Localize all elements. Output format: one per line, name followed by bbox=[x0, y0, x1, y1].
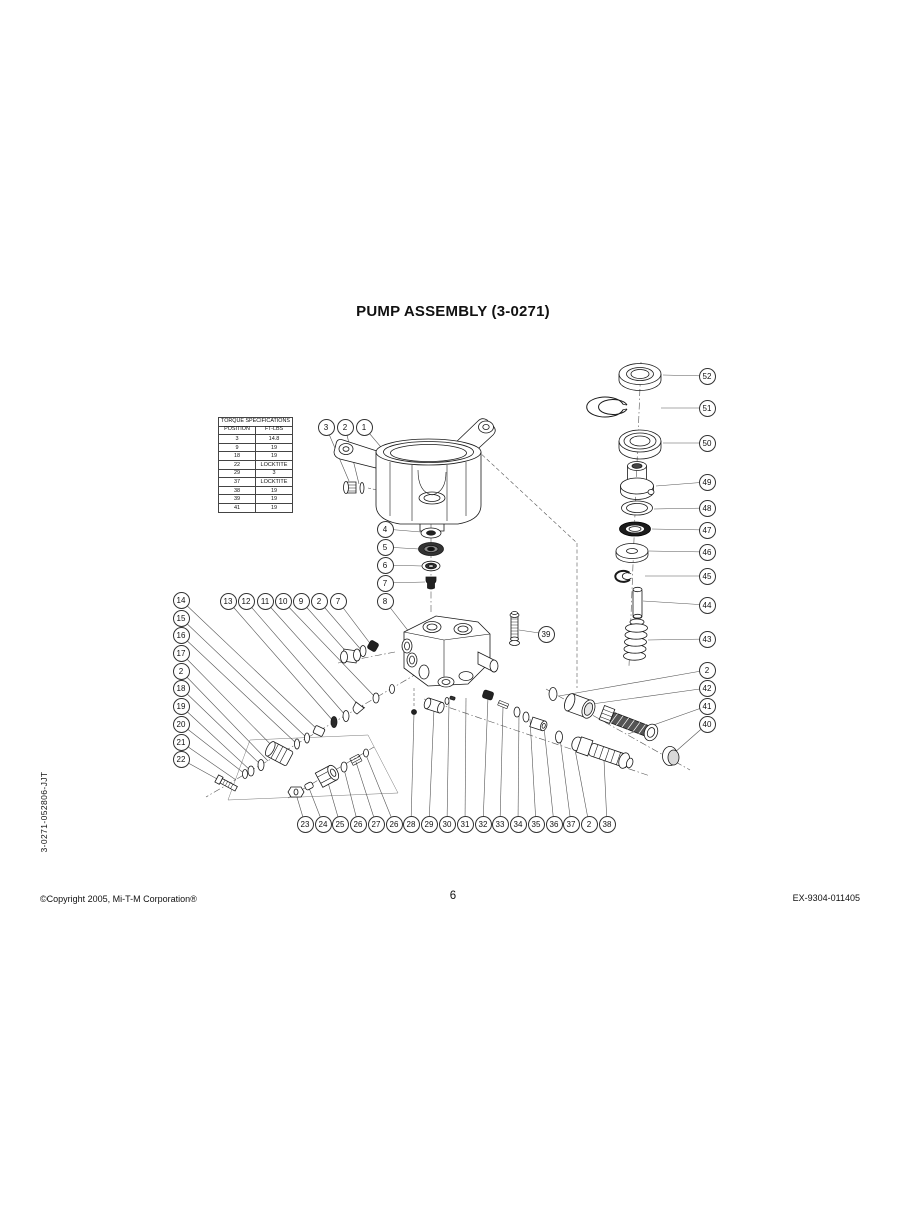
callout-16: 16 bbox=[172, 626, 190, 644]
callout-43: 43 bbox=[698, 630, 716, 648]
callout-20: 20 bbox=[172, 715, 190, 733]
callout-11: 11 bbox=[256, 592, 274, 610]
callout-48: 48 bbox=[698, 499, 716, 517]
callout-7: 7 bbox=[376, 574, 394, 592]
unloader-piston bbox=[571, 736, 634, 769]
callout-32: 32 bbox=[474, 815, 492, 833]
callout-46: 46 bbox=[698, 543, 716, 561]
callout-6: 6 bbox=[376, 556, 394, 574]
callout-2: 2 bbox=[172, 662, 190, 680]
callout-22: 22 bbox=[172, 750, 190, 768]
callout-33: 33 bbox=[491, 815, 509, 833]
unloader-chain bbox=[411, 689, 634, 769]
page-number: 6 bbox=[449, 890, 457, 902]
callout-27: 27 bbox=[367, 815, 385, 833]
callout-52: 52 bbox=[698, 367, 716, 385]
side-doc-label: 3-0271-052806-JJT bbox=[39, 771, 49, 853]
callout-21: 21 bbox=[172, 733, 190, 751]
callout-2: 2 bbox=[698, 661, 716, 679]
callout-28: 28 bbox=[402, 815, 420, 833]
bearing-stack bbox=[586, 363, 662, 661]
callout-47: 47 bbox=[698, 521, 716, 539]
callout-31: 31 bbox=[456, 815, 474, 833]
callout-2: 2 bbox=[310, 592, 328, 610]
crankcase-part bbox=[333, 418, 496, 532]
callout-34: 34 bbox=[509, 815, 527, 833]
callout-40: 40 bbox=[698, 715, 716, 733]
callout-51: 51 bbox=[698, 399, 716, 417]
callout-41: 41 bbox=[698, 697, 716, 715]
doc-number: EX-9304-011405 bbox=[792, 893, 860, 903]
page-title: PUMP ASSEMBLY (3-0271) bbox=[356, 303, 550, 320]
callout-50: 50 bbox=[698, 434, 716, 452]
callout-18: 18 bbox=[172, 679, 190, 697]
callout-35: 35 bbox=[527, 815, 545, 833]
seal-stack bbox=[418, 527, 444, 590]
copyright-text: ©Copyright 2005, Mi-T-M Corporation® bbox=[40, 894, 197, 904]
callout-49: 49 bbox=[698, 473, 716, 491]
bolt-39 bbox=[509, 611, 520, 646]
callout-2: 2 bbox=[336, 418, 354, 436]
manifold-part bbox=[401, 615, 499, 688]
callout-3: 3 bbox=[317, 418, 335, 436]
callout-14: 14 bbox=[172, 591, 190, 609]
callout-38: 38 bbox=[598, 815, 616, 833]
callout-36: 36 bbox=[545, 815, 563, 833]
callout-19: 19 bbox=[172, 697, 190, 715]
callout-5: 5 bbox=[376, 538, 394, 556]
plug-and-oring bbox=[343, 481, 365, 494]
callout-23: 23 bbox=[296, 815, 314, 833]
callout-4: 4 bbox=[376, 520, 394, 538]
callout-10: 10 bbox=[274, 592, 292, 610]
callout-24: 24 bbox=[314, 815, 332, 833]
callout-25: 25 bbox=[331, 815, 349, 833]
callout-30: 30 bbox=[438, 815, 456, 833]
callout-2: 2 bbox=[580, 815, 598, 833]
callout-39: 39 bbox=[537, 625, 555, 643]
callout-44: 44 bbox=[698, 596, 716, 614]
callout-8: 8 bbox=[376, 592, 394, 610]
outlet-chain bbox=[548, 687, 680, 766]
callout-1: 1 bbox=[355, 418, 373, 436]
callout-26: 26 bbox=[385, 815, 403, 833]
callout-26: 26 bbox=[349, 815, 367, 833]
checkvalve-chain bbox=[287, 748, 369, 798]
callout-7: 7 bbox=[329, 592, 347, 610]
callout-15: 15 bbox=[172, 609, 190, 627]
callout-9: 9 bbox=[292, 592, 310, 610]
callout-37: 37 bbox=[562, 815, 580, 833]
callout-17: 17 bbox=[172, 644, 190, 662]
callout-45: 45 bbox=[698, 567, 716, 585]
callout-42: 42 bbox=[698, 679, 716, 697]
inlet-chain bbox=[214, 640, 395, 792]
callout-29: 29 bbox=[420, 815, 438, 833]
callout-12: 12 bbox=[237, 592, 255, 610]
callout-13: 13 bbox=[219, 592, 237, 610]
